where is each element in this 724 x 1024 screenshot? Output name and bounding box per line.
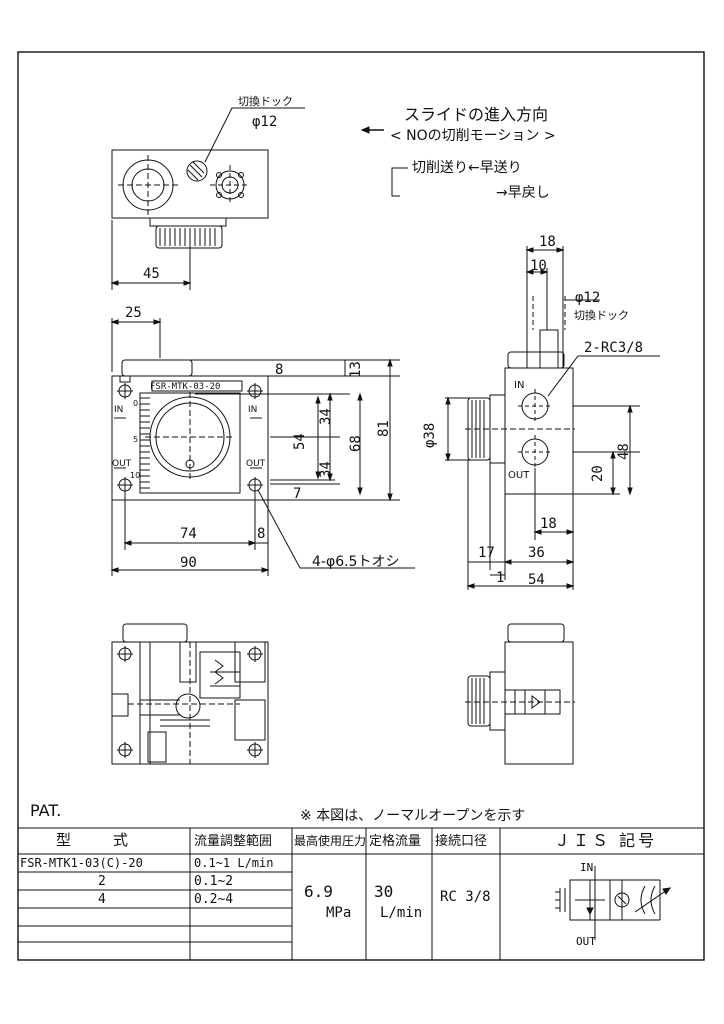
row-2-model: 2 bbox=[98, 874, 106, 889]
dim-side-48: 48 bbox=[616, 443, 632, 460]
dial-5: 5 bbox=[133, 435, 139, 444]
dim-front-90: 90 bbox=[180, 555, 197, 571]
dim-side-20: 20 bbox=[590, 465, 606, 482]
dim-side-36: 36 bbox=[528, 545, 545, 561]
dim-front-7: 7 bbox=[293, 486, 302, 502]
dim-top-45: 45 bbox=[143, 266, 160, 282]
th-port: 接続口径 bbox=[435, 834, 488, 849]
label-in-right: IN bbox=[248, 405, 258, 415]
section-side-view bbox=[465, 623, 575, 765]
holes-note: 4-φ6.5トオシ bbox=[312, 554, 400, 570]
nameplate: FSR-MTK-03-20 bbox=[150, 382, 221, 392]
th-range: 流量調整範囲 bbox=[194, 834, 273, 849]
side-view bbox=[445, 246, 660, 590]
section-view bbox=[111, 623, 269, 765]
dim-front-8b: 8 bbox=[257, 526, 266, 542]
dim-front-68: 68 bbox=[348, 435, 364, 452]
pressure-unit: MPa bbox=[326, 905, 352, 921]
row-1-range: 0.1~1 L/min bbox=[194, 856, 274, 870]
dim-front-13: 13 bbox=[348, 361, 364, 378]
dim-side-1: 1 bbox=[496, 570, 505, 586]
dim-side-10: 10 bbox=[530, 258, 547, 274]
jis-in: IN bbox=[580, 861, 594, 874]
jis-out: OUT bbox=[576, 935, 596, 948]
label-in-left: IN bbox=[114, 405, 124, 415]
spec-table-lines bbox=[18, 827, 704, 960]
dim-side-38: φ38 bbox=[422, 422, 438, 448]
dim-side-dog-dia: φ12 bbox=[575, 290, 601, 306]
th-jis: ＪＩＳ 記号 bbox=[554, 831, 658, 850]
dim-side-18a: 18 bbox=[539, 234, 556, 250]
front-view bbox=[110, 318, 415, 576]
dim-front-34b: 34 bbox=[318, 461, 334, 478]
row-2-range: 0.1~2 bbox=[194, 874, 234, 889]
th-model: 型 式 bbox=[56, 831, 133, 849]
dim-front-34a: 34 bbox=[318, 408, 334, 425]
dim-side-54: 54 bbox=[528, 572, 545, 588]
port-size: RC 3/8 bbox=[440, 889, 491, 905]
label-out-left: OUT bbox=[112, 459, 132, 469]
normal-open-note: ※ 本図は、ノーマルオープンを示す bbox=[300, 808, 526, 824]
th-flow: 定格流量 bbox=[369, 834, 422, 849]
row-1-model: FSR-MTK1-03(C)-20 bbox=[20, 856, 143, 870]
dog-label-top: 切換ドック bbox=[238, 95, 293, 108]
dim-side-18b: 18 bbox=[540, 516, 557, 532]
motion-note: < NOの切削モーション > bbox=[390, 128, 556, 144]
feed-cut: 切削送り←早送り bbox=[412, 160, 522, 176]
side-out: OUT bbox=[508, 470, 530, 481]
side-in: IN bbox=[514, 380, 525, 391]
label-out-right: OUT bbox=[246, 459, 266, 469]
dim-front-74: 74 bbox=[180, 526, 197, 542]
dial-10: 10 bbox=[130, 471, 141, 480]
dial-0: 0 bbox=[133, 399, 139, 408]
pat-label: PAT. bbox=[30, 801, 62, 820]
dim-front-25: 25 bbox=[125, 305, 142, 321]
dim-front-54: 54 bbox=[292, 433, 308, 450]
flow-value: 30 bbox=[374, 882, 394, 901]
dim-front-8a: 8 bbox=[275, 362, 284, 378]
feed-return: →早戻し bbox=[496, 185, 550, 201]
top-view bbox=[110, 107, 305, 290]
row-3-model: 4 bbox=[98, 892, 106, 907]
side-dog-label: 切換ドック bbox=[574, 309, 629, 322]
th-pressure: 最高使用圧力 bbox=[294, 834, 367, 848]
jis-symbol bbox=[555, 866, 672, 940]
row-3-range: 0.2~4 bbox=[194, 892, 234, 907]
dim-side-17: 17 bbox=[478, 545, 495, 561]
dim-front-81: 81 bbox=[376, 420, 392, 437]
dog-dia-top: φ12 bbox=[252, 114, 278, 130]
pressure-value: 6.9 bbox=[304, 882, 333, 901]
slide-direction: スライドの進入方向 bbox=[404, 105, 549, 124]
flow-unit: L/min bbox=[380, 905, 423, 921]
side-port: 2-RC3/8 bbox=[584, 340, 644, 356]
